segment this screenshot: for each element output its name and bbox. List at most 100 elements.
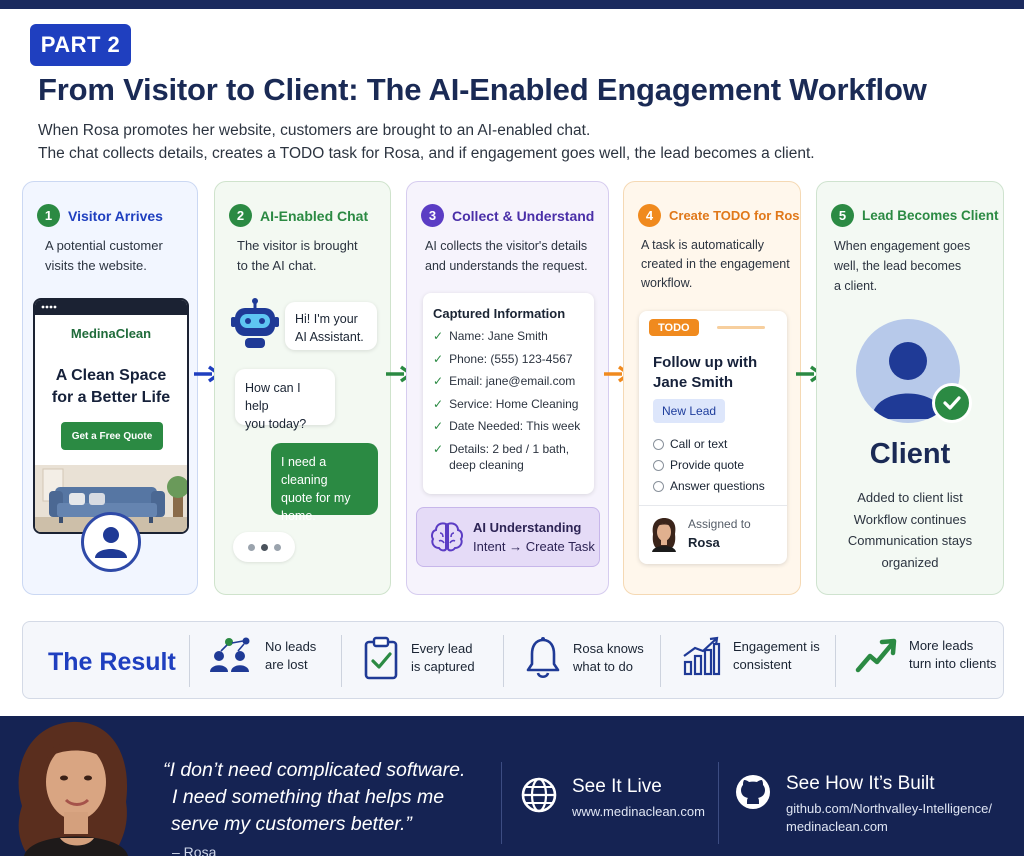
step-title: Create TODO for Rosa [669,208,801,223]
captured-info-title: Captured Information [433,306,566,321]
user-message-bubble: I need a cleaning quote for my home. [271,443,378,523]
github-icon [736,775,770,809]
todo-option[interactable]: Call or text [653,437,727,451]
github-link[interactable]: github.com/Northvalley-Intelligence/ med… [786,801,992,834]
todo-card[interactable]: TODO Follow up with Jane Smith New Lead … [639,311,787,564]
result-divider [660,635,661,687]
rosa-portrait [18,721,128,856]
step-number: 3 [421,204,444,227]
step-card-create-todo: 4 Create TODO for Rosa A task is automat… [623,181,801,595]
message-line: How can I help [245,381,301,413]
captured-item: ✓Phone: (555) 123-4567 [433,351,573,366]
radio-icon[interactable] [653,480,664,492]
todo-divider [639,505,787,506]
living-room-illustration [35,465,187,532]
captured-item: ✓Date Needed: This week [433,419,581,433]
desc-line: and understands the request. [425,259,588,273]
step-title: Collect & Understand [452,207,595,224]
footer-divider [501,762,502,844]
footer: “I don’t need complicated software. I ne… [0,716,1024,856]
step-description: A potential customer visits the website. [45,236,163,276]
robot-icon [231,298,279,348]
step-card-lead-becomes-client: 5 Lead Becomes Client When engagement go… [816,181,1004,595]
message-line: Hi! I'm your [295,312,358,326]
see-it-live-title: See It Live [572,776,662,797]
bot-message-bubble: How can I help you today? [235,369,335,431]
todo-option[interactable]: Answer questions [653,479,765,493]
step-description: A task is automatically created in the e… [641,236,790,293]
user-icon [95,527,127,558]
outcome-line: Added to client list [857,490,963,505]
check-icon: ✓ [433,329,444,343]
check-icon: ✓ [433,441,444,456]
result-divider [341,635,342,687]
quote-author: – Rosa [172,844,217,856]
desc-line: A potential customer [45,238,163,253]
step-card-collect-understand: 3 Collect & Understand AI collects the v… [406,181,609,595]
check-icon: ✓ [433,396,444,411]
step-description: The visitor is brought to the AI chat. [237,236,358,276]
bar-chart-icon [683,636,721,676]
ai-understanding-box: AI Understanding Intent → Create Task [416,507,600,567]
step-number: 4 [638,204,661,227]
todo-option[interactable]: Provide quote [653,458,744,472]
see-it-live-block[interactable]: See It Live www.medinaclean.com [520,776,705,821]
captured-item: ✓Email: jane@email.com [433,374,576,388]
captured-info-panel: Captured Information ✓Name: Jane Smith ✓… [423,293,594,494]
check-icon: ✓ [433,419,444,433]
step-description: When engagement goes well, the lead beco… [834,236,970,296]
check-icon: ✓ [433,374,444,388]
result-title: The Result [48,648,176,676]
outcome-line: Communication stays [847,533,973,548]
typing-indicator [233,532,295,562]
result-divider [503,635,504,687]
desc-line: visits the website. [45,258,147,273]
checkmark-icon [932,383,972,423]
clipboard-check-icon [364,636,398,680]
step-description: AI collects the visitor's details and un… [425,236,588,276]
todo-title-line: Follow up with [653,354,758,371]
step-number: 1 [37,204,60,227]
brain-icon [431,522,463,552]
bell-icon [526,637,560,679]
website-link[interactable]: www.medinaclean.com [572,804,705,819]
message-line: AI Assistant. [295,330,364,344]
bot-message-bubble: Hi! I'm your AI Assistant. [285,302,377,350]
top-accent-bar [0,0,1024,9]
outcome-line: Workflow continues [853,511,967,527]
check-icon: ✓ [433,351,444,366]
radio-icon[interactable] [653,459,664,471]
todo-title-line: Jane Smith [653,374,734,391]
desc-line: to the AI chat. [237,258,317,273]
ai-line: Intent → Create Task [473,539,595,554]
client-label: Client [869,438,951,470]
see-how-built-block[interactable]: See How It’s Built github.com/Northvalle… [734,773,992,836]
message-line: quote for my [281,491,351,505]
desc-line: workflow. [641,276,693,290]
outcome-line: organized [881,554,939,570]
radio-icon[interactable] [653,438,664,450]
rosa-avatar [652,518,676,552]
phone-status-bar [35,300,187,315]
captured-item: ✓Service: Home Cleaning [433,396,579,411]
headline-line: A Clean Space [55,367,167,384]
site-brand: MedinaClean [70,326,152,341]
step-card-visitor-arrives: 1 Visitor Arrives A potential customer v… [22,181,198,595]
free-quote-button[interactable]: Get a Free Quote [61,422,163,450]
result-divider [835,635,836,687]
phone-mockup: MedinaClean A Clean Space for a Better L… [33,298,189,534]
ai-understanding-text: AI Understanding Intent → Create Task [473,518,595,556]
desc-line: A task is automatically [641,238,764,252]
step-title: AI-Enabled Chat [260,207,369,224]
todo-tag: TODO [649,319,699,336]
todo-title: Follow up with Jane Smith [653,353,757,393]
quote-line: serve my customers better.” [171,813,412,835]
site-headline: A Clean Space for a Better Life [35,365,187,409]
